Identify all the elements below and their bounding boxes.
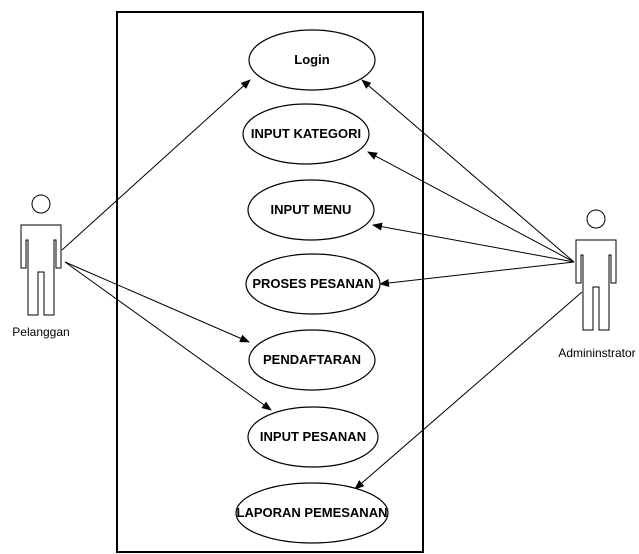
actor-administrator[interactable]: Admininstrator (558, 209, 636, 360)
use-case-ellipse (245, 253, 381, 315)
use-case-ellipse (247, 179, 375, 241)
use-case-label: LAPORAN PEMESANAN (237, 505, 388, 520)
actor-figure-icon (575, 209, 617, 331)
use-case-input-menu[interactable]: INPUT MENU (247, 179, 375, 241)
use-case-ellipse (242, 103, 370, 165)
use-case-ellipse (248, 329, 376, 391)
use-case-pendaftaran[interactable]: PENDAFTARAN (248, 329, 376, 391)
use-case-label: PENDAFTARAN (263, 352, 361, 367)
use-case-label: INPUT KATEGORI (251, 126, 361, 141)
use-case-proses-pesanan[interactable]: PROSES PESANAN (245, 253, 381, 315)
association-pelanggan-input-pesanan (64, 261, 272, 411)
use-case-ellipse (247, 406, 379, 468)
association-pelanggan-login (61, 79, 251, 251)
use-case-label: INPUT MENU (271, 202, 352, 217)
actor-figure-icon (20, 194, 62, 316)
use-case-laporan-pemesanan[interactable]: LAPORAN PEMESANAN (235, 482, 389, 544)
association-admin-input-menu (372, 222, 575, 263)
actor-label: Admininstrator (558, 346, 635, 360)
actor-label: Pelanggan (12, 325, 69, 339)
use-case-ellipse (235, 482, 389, 544)
association-pelanggan-pendaftaran (64, 261, 250, 343)
system-boundary (116, 11, 424, 553)
use-case-login[interactable]: Login (248, 29, 376, 91)
association-admin-input-kategori (367, 151, 575, 263)
use-case-label: Login (294, 52, 329, 67)
actor-pelanggan[interactable]: Pelanggan (12, 194, 70, 339)
association-admin-laporan-pemesanan (354, 291, 583, 490)
use-case-input-kategori[interactable]: INPUT KATEGORI (242, 103, 370, 165)
use-case-ellipse (248, 29, 376, 91)
use-case-label: PROSES PESANAN (252, 276, 373, 291)
associations (61, 79, 583, 490)
use-case-label: INPUT PESANAN (260, 429, 366, 444)
association-admin-proses-pesanan (379, 261, 575, 287)
use-case-input-pesanan[interactable]: INPUT PESANAN (247, 406, 379, 468)
association-admin-login (361, 79, 575, 263)
